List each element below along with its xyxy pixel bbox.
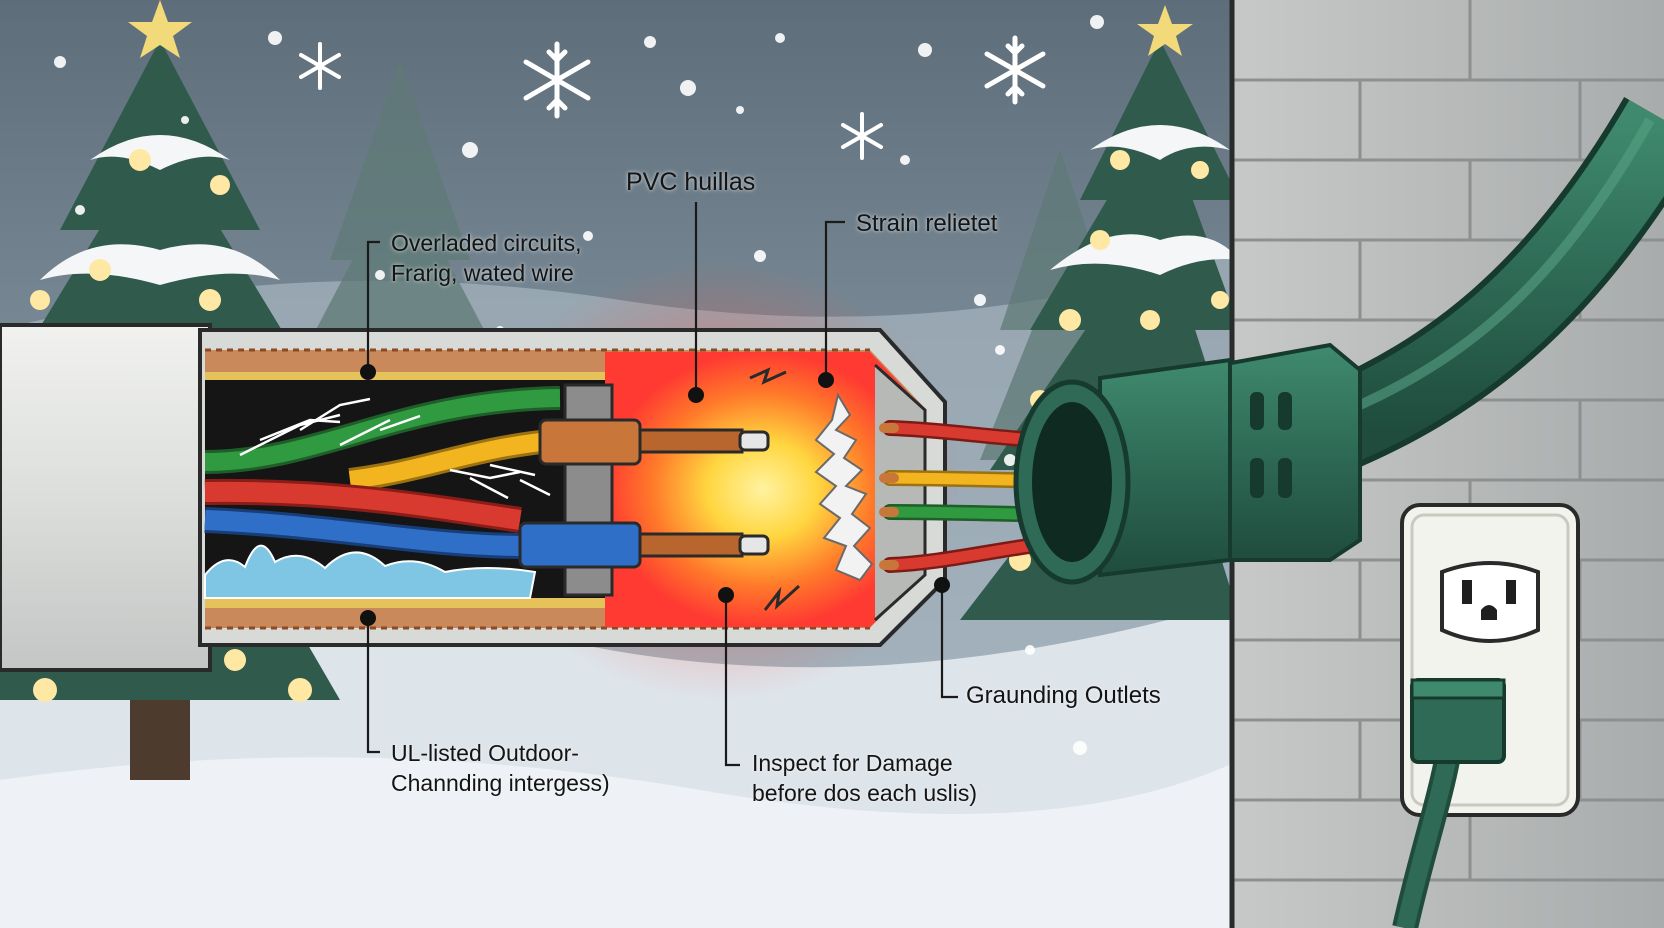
plugged-cord xyxy=(1392,678,1506,928)
frayed-strands xyxy=(239,397,551,500)
overloaded-label-line2: Frarig, wated wire xyxy=(391,260,574,286)
pvc-callout-label: PVC huillas xyxy=(626,167,755,197)
inspect-label-line2: before dos each uslis) xyxy=(752,780,978,806)
torn-insulation xyxy=(814,392,874,582)
grounding-outlets-callout-label: Graunding Outlets xyxy=(966,681,1161,711)
wall-outlet xyxy=(1400,503,1580,817)
extension-cord xyxy=(1312,96,1664,473)
star-icon xyxy=(128,0,192,58)
strain-relief-connector xyxy=(1013,342,1362,585)
snowflake-icons xyxy=(299,35,1046,160)
callout-lines xyxy=(366,202,958,767)
ul-label-line2: Channding intergess) xyxy=(391,770,610,796)
snow-dots xyxy=(54,15,1104,755)
callout-dots xyxy=(360,364,950,626)
crack-mark xyxy=(763,584,801,611)
overloaded-label-line1: Overladed circuits, xyxy=(391,230,582,256)
copper-terminal-bottom xyxy=(518,521,770,569)
star-icon xyxy=(1137,5,1193,56)
crack-mark xyxy=(749,367,787,385)
overloaded-circuits-callout-label: Overladed circuits, Frarig, wated wire xyxy=(391,228,581,288)
strain-label-text: Strain relietet xyxy=(856,210,998,237)
inspect-damage-callout-label: Inspect for Damage before dos each uslis… xyxy=(752,748,977,808)
inspect-label-line1: Inspect for Damage xyxy=(752,750,953,776)
cable-cutaway xyxy=(0,323,947,672)
pvc-label-text: PVC huillas xyxy=(626,168,756,196)
strain-relief-callout-label: Strain relietet xyxy=(856,209,997,239)
copper-terminal-top xyxy=(538,418,770,466)
water-intrusion xyxy=(204,544,537,599)
ul-label-line1: UL-listed Outdoor- xyxy=(391,740,579,766)
ul-listed-callout-label: UL-listed Outdoor- Channding intergess) xyxy=(391,738,610,798)
grounding-label-text: Graunding Outlets xyxy=(966,682,1161,709)
